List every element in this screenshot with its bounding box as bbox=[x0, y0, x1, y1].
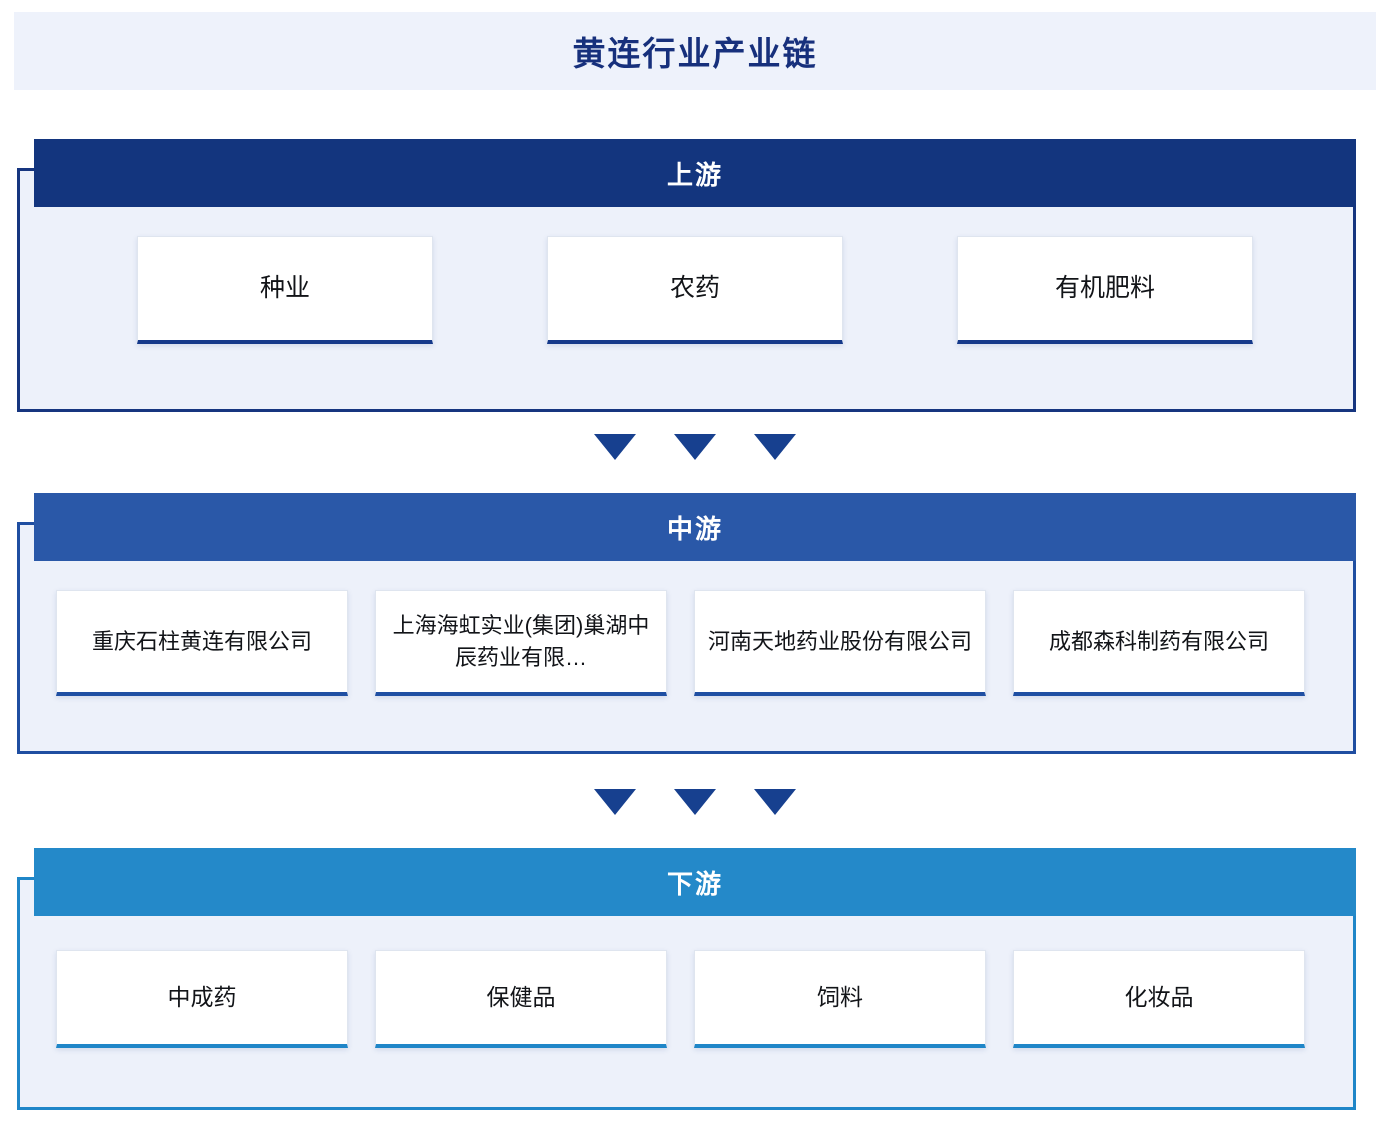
arrow-down-icon bbox=[674, 434, 716, 460]
downstream-card-health-products[interactable]: 保健品 bbox=[375, 950, 667, 1048]
arrow-down-icon bbox=[674, 789, 716, 815]
page-title-band: 黄连行业产业链 bbox=[14, 12, 1376, 90]
downstream-card-chinese-patent-medicine-label: 中成药 bbox=[167, 983, 237, 1010]
downstream-header: 下游 bbox=[34, 848, 1356, 916]
downstream-header-label: 下游 bbox=[666, 868, 723, 899]
midstream-card-company-1-label: 重庆石柱黄连有限公司 bbox=[91, 628, 312, 654]
connector-upstream-to-midstream bbox=[0, 434, 1390, 460]
upstream-card-row: 种业 农药 有机肥料 bbox=[137, 236, 1253, 344]
downstream-card-feed-label: 饲料 bbox=[817, 983, 863, 1010]
upstream-header: 上游 bbox=[34, 139, 1356, 207]
midstream-card-row: 重庆石柱黄连有限公司 上海海虹实业(集团)巢湖中辰药业有限… 河南天地药业股份有… bbox=[56, 590, 1336, 696]
midstream-card-company-3[interactable]: 河南天地药业股份有限公司 bbox=[694, 590, 986, 696]
arrow-down-icon bbox=[754, 434, 796, 460]
arrow-down-icon bbox=[594, 434, 636, 460]
upstream-card-seed[interactable]: 种业 bbox=[137, 236, 433, 344]
midstream-card-company-3-label: 河南天地药业股份有限公司 bbox=[707, 628, 972, 654]
midstream-card-company-4-label: 成都森科制药有限公司 bbox=[1048, 628, 1269, 654]
upstream-card-pesticide[interactable]: 农药 bbox=[547, 236, 843, 344]
midstream-card-company-1[interactable]: 重庆石柱黄连有限公司 bbox=[56, 590, 348, 696]
upstream-card-organic-fertilizer-label: 有机肥料 bbox=[1054, 274, 1155, 303]
midstream-header: 中游 bbox=[34, 493, 1356, 561]
arrow-down-icon bbox=[754, 789, 796, 815]
midstream-header-label: 中游 bbox=[666, 513, 723, 544]
upstream-header-label: 上游 bbox=[666, 159, 723, 190]
arrow-down-icon bbox=[594, 789, 636, 815]
connector-midstream-to-downstream bbox=[0, 789, 1390, 815]
upstream-card-organic-fertilizer[interactable]: 有机肥料 bbox=[957, 236, 1253, 344]
page-title: 黄连行业产业链 bbox=[572, 35, 818, 72]
upstream-card-seed-label: 种业 bbox=[259, 274, 310, 303]
downstream-card-health-products-label: 保健品 bbox=[486, 983, 556, 1010]
downstream-card-feed[interactable]: 饲料 bbox=[694, 950, 986, 1048]
downstream-card-row: 中成药 保健品 饲料 化妆品 bbox=[56, 950, 1336, 1048]
downstream-card-cosmetics[interactable]: 化妆品 bbox=[1013, 950, 1305, 1048]
upstream-card-pesticide-label: 农药 bbox=[669, 274, 720, 303]
midstream-card-company-2[interactable]: 上海海虹实业(集团)巢湖中辰药业有限… bbox=[375, 590, 667, 696]
downstream-card-chinese-patent-medicine[interactable]: 中成药 bbox=[56, 950, 348, 1048]
downstream-card-cosmetics-label: 化妆品 bbox=[1124, 983, 1194, 1010]
midstream-card-company-4[interactable]: 成都森科制药有限公司 bbox=[1013, 590, 1305, 696]
midstream-card-company-2-label: 上海海虹实业(集团)巢湖中辰药业有限… bbox=[392, 612, 650, 670]
